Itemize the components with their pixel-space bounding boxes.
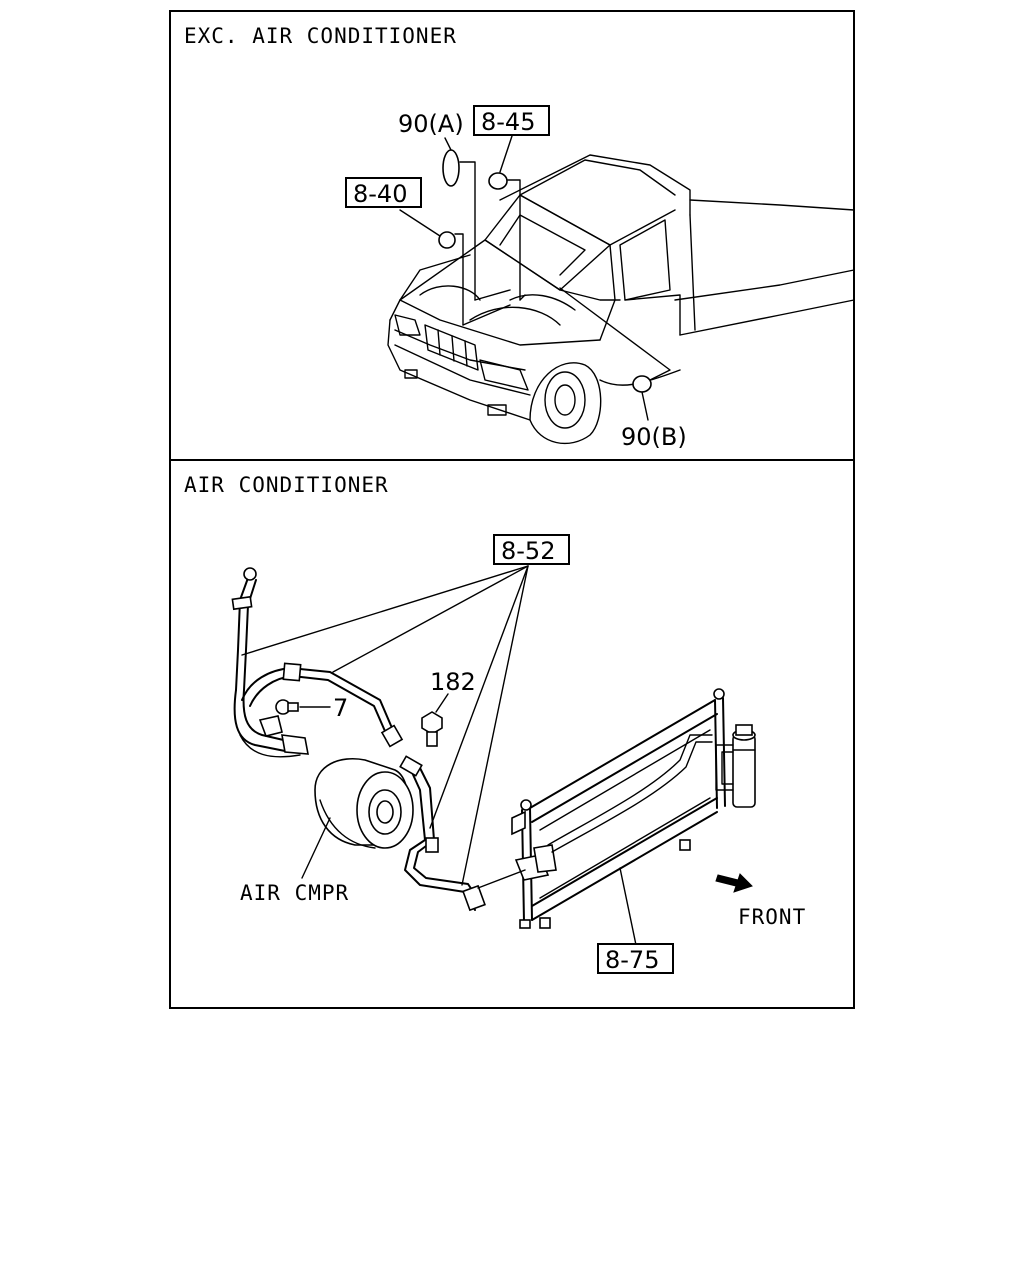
leaders-8-52 bbox=[241, 565, 529, 886]
callout-box-8-45: 8-45 bbox=[473, 105, 550, 136]
bolt-7 bbox=[275, 699, 299, 715]
truck-illustration bbox=[387, 154, 855, 445]
section-title-exc-air-conditioner: EXC. AIR CONDITIONER bbox=[184, 24, 457, 48]
callout-90a: 90(A) bbox=[398, 110, 464, 138]
front-arrow-icon bbox=[715, 873, 753, 893]
condenser bbox=[511, 688, 756, 929]
callout-box-8-75: 8-75 bbox=[597, 943, 674, 974]
top-leaders bbox=[399, 135, 671, 421]
svg-text:8-52: 8-52 bbox=[501, 537, 555, 565]
air-compressor bbox=[314, 758, 414, 849]
svg-text:8-75: 8-75 bbox=[605, 946, 659, 974]
diagram-frame bbox=[169, 10, 855, 1009]
callout-box-8-52: 8-52 bbox=[493, 534, 570, 565]
ac-hoses bbox=[231, 567, 486, 912]
callout-182: 182 bbox=[430, 668, 476, 696]
plug-8-45 bbox=[488, 172, 508, 190]
section-title-air-conditioner: AIR CONDITIONER bbox=[184, 473, 389, 497]
callout-air-cmpr: AIR CMPR bbox=[240, 881, 349, 905]
grommet-90b bbox=[632, 375, 652, 393]
callout-7: 7 bbox=[333, 694, 348, 722]
plug-8-40 bbox=[438, 231, 456, 249]
grommet-90a bbox=[442, 149, 460, 187]
svg-text:8-45: 8-45 bbox=[481, 108, 535, 136]
bolt-182 bbox=[421, 711, 443, 853]
callout-90b: 90(B) bbox=[621, 423, 687, 451]
callout-front: FRONT bbox=[738, 905, 806, 929]
callout-box-8-40: 8-40 bbox=[345, 177, 422, 208]
svg-text:8-40: 8-40 bbox=[353, 180, 407, 208]
